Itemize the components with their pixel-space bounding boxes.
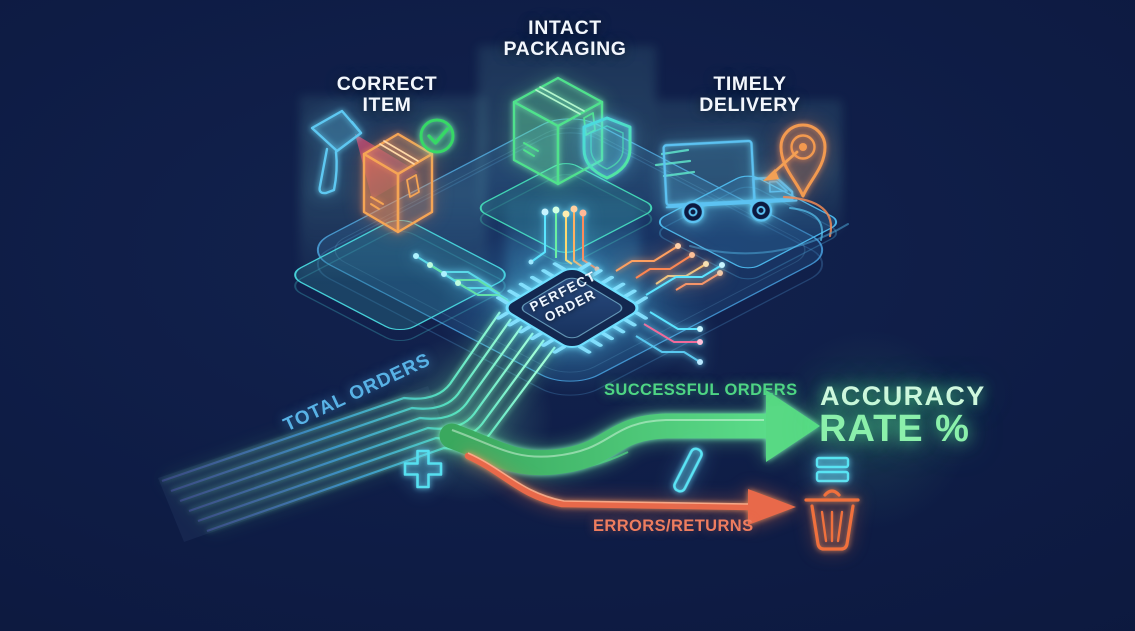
accuracy-rate-line1: ACCURACY [820,381,986,411]
success-arrow [439,390,820,476]
shield-icon [582,116,632,180]
package-box-icon-orange [362,132,434,234]
pod-label-line2: PACKAGING [503,38,627,60]
pod-label-intact-packaging: INTACT PACKAGING [465,18,665,60]
chip-pins [495,262,649,354]
plus-icon [403,449,443,489]
barcode-scanner-icon [310,109,363,195]
trash-icon [804,489,860,551]
circuit-traces-left [413,253,517,307]
pin-arrow-icon [763,150,799,181]
pod-label-line1: CORRECT [336,73,438,95]
pod-label-line2: ITEM [362,94,412,116]
pod-label-line1: INTACT [528,17,602,39]
check-circle-icon [419,118,455,154]
errors-returns-label: ERRORS/RETURNS [593,517,754,535]
divide-slash-icon [673,447,703,493]
pod-label-line2: DELIVERY [699,94,801,116]
circuit-traces-right [615,243,723,291]
equals-icon [815,456,850,483]
pod-label-correct-item: CORRECT ITEM [297,74,477,116]
pod-label-timely-delivery: TIMELY DELIVERY [655,74,845,116]
successful-orders-label: SUCCESSFUL ORDERS [604,381,798,399]
speed-lines [654,148,696,178]
processor-chip-icon [495,262,649,354]
delivery-truck-icon [662,139,798,224]
pin-swoosh-arcs [689,195,849,255]
errors-arrow [464,452,796,525]
package-box-icon-green [512,76,604,186]
accuracy-rate-line2: RATE % [819,408,970,450]
pod-label-line1: TIMELY [713,73,787,95]
chip-output-traces [635,262,725,365]
